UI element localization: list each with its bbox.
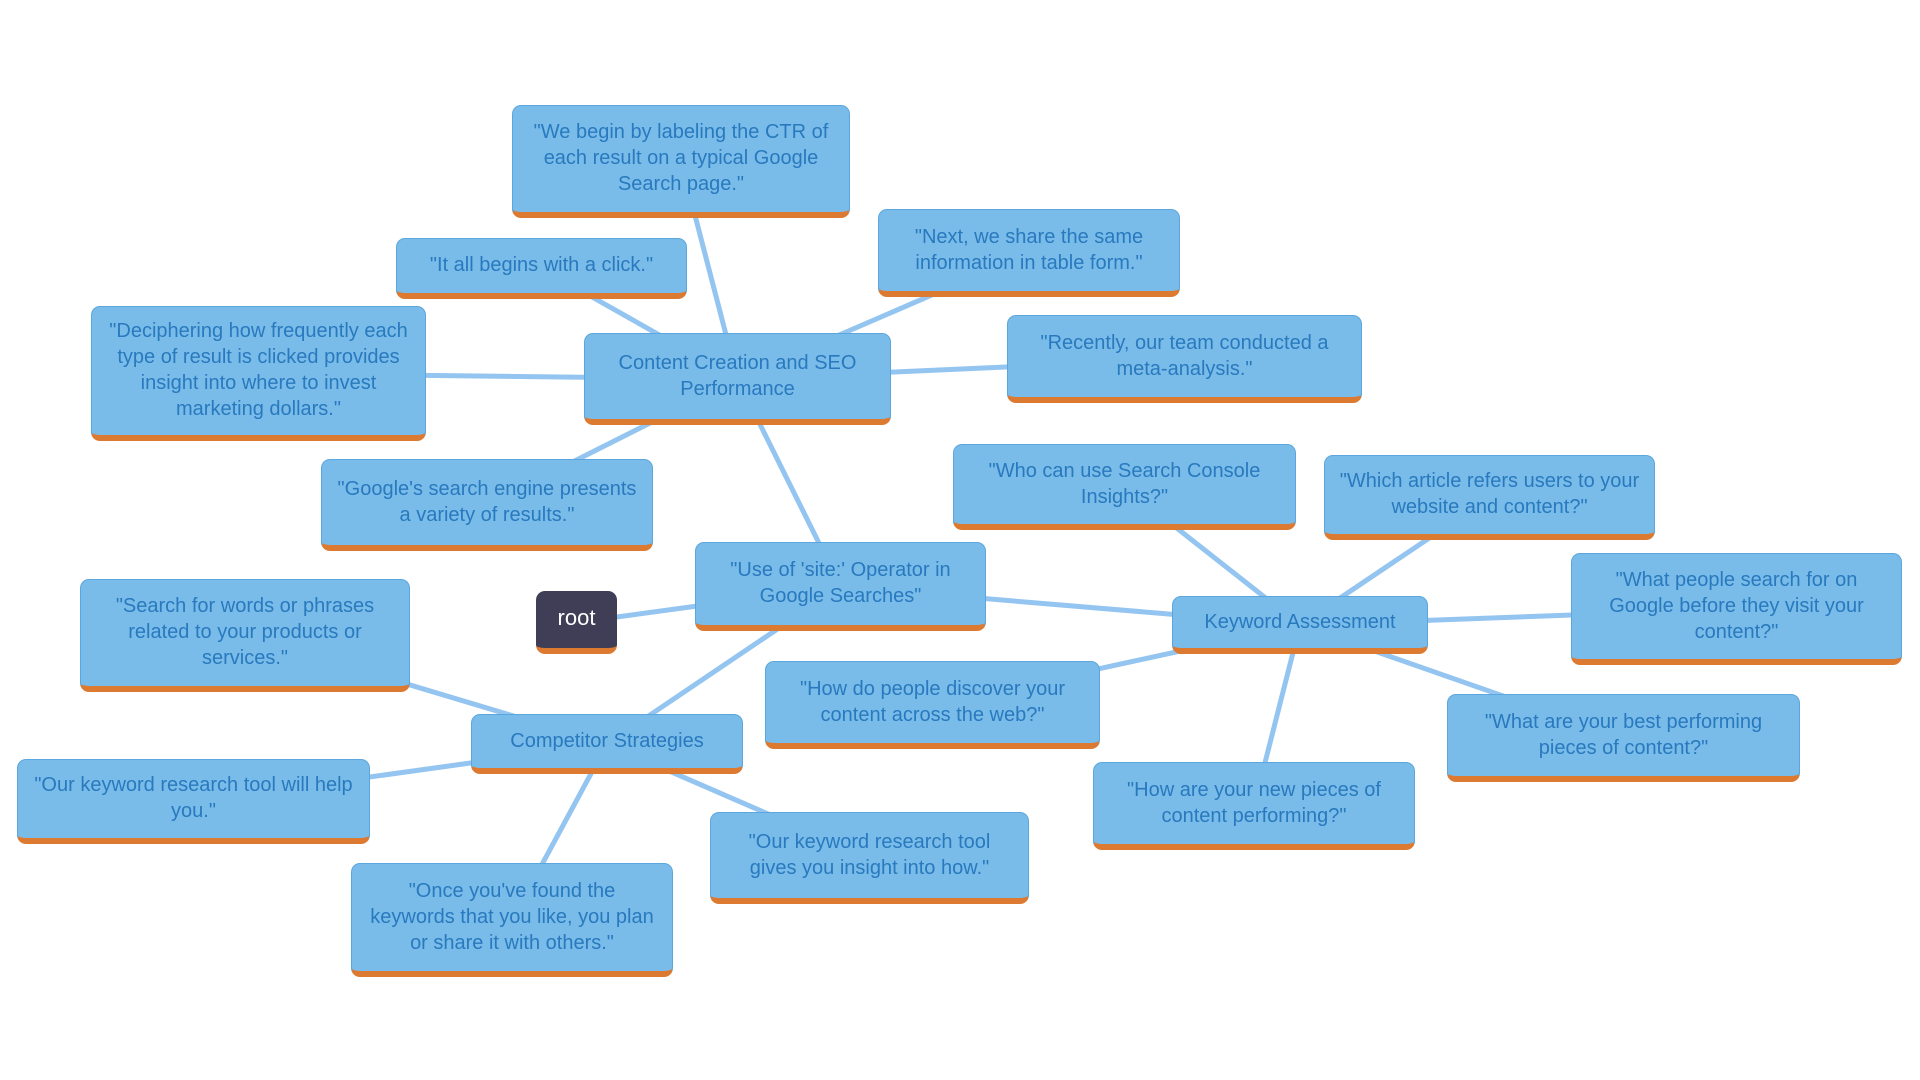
mindmap-node-search-words[interactable]: "Search for words or phrases related to …: [80, 579, 410, 692]
mindmap-node-once-found[interactable]: "Once you've found the keywords that you…: [351, 863, 673, 977]
mindmap-node-deciphering[interactable]: "Deciphering how frequently each type of…: [91, 306, 426, 441]
mindmap-node-recently-meta[interactable]: "Recently, our team conducted a meta-ana…: [1007, 315, 1362, 403]
mindmap-node-what-people-search[interactable]: "What people search for on Google before…: [1571, 553, 1902, 665]
mindmap-node-it-all-begins[interactable]: "It all begins with a click.": [396, 238, 687, 299]
mindmap-node-we-begin-ctr[interactable]: "We begin by labeling the CTR of each re…: [512, 105, 850, 218]
mindmap-node-which-article[interactable]: "Which article refers users to your webs…: [1324, 455, 1655, 540]
mindmap-node-next-we-share[interactable]: "Next, we share the same information in …: [878, 209, 1180, 297]
mindmap-node-competitor-strategies[interactable]: Competitor Strategies: [471, 714, 743, 774]
mindmap-node-keyword-tool-help[interactable]: "Our keyword research tool will help you…: [17, 759, 370, 844]
mindmap-node-root[interactable]: root: [536, 591, 617, 654]
mindmap-node-keyword-tool-insight[interactable]: "Our keyword research tool gives you ins…: [710, 812, 1029, 904]
mindmap-node-who-can-use[interactable]: "Who can use Search Console Insights?": [953, 444, 1296, 530]
mindmap-node-how-discover[interactable]: "How do people discover your content acr…: [765, 661, 1100, 749]
mindmap-node-keyword-assessment[interactable]: Keyword Assessment: [1172, 596, 1428, 654]
mindmap-node-new-pieces[interactable]: "How are your new pieces of content perf…: [1093, 762, 1415, 850]
mindmap-node-site-operator[interactable]: "Use of 'site:' Operator in Google Searc…: [695, 542, 986, 631]
mindmap-node-best-performing[interactable]: "What are your best performing pieces of…: [1447, 694, 1800, 782]
mindmap-node-googles-search[interactable]: "Google's search engine presents a varie…: [321, 459, 653, 551]
mindmap-node-content-creation[interactable]: Content Creation and SEO Performance: [584, 333, 891, 425]
